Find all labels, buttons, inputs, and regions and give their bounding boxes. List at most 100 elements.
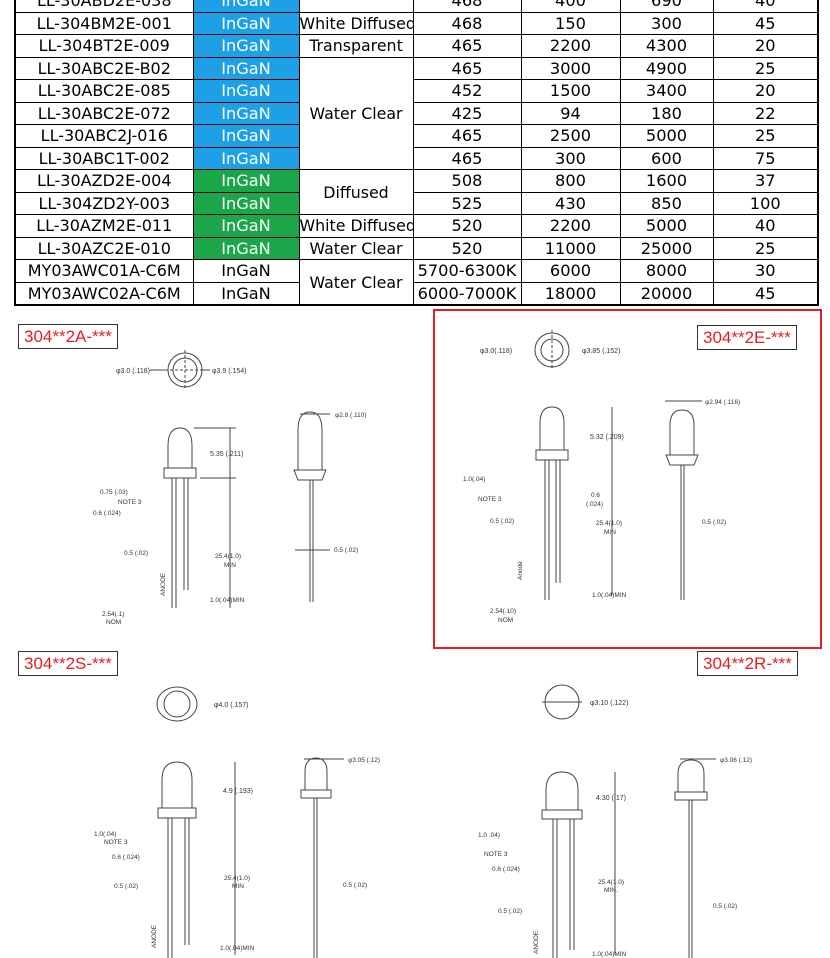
dim-side-lead: 0.5 (.02) (334, 547, 358, 554)
cell-angle: 40 (712, 214, 819, 238)
cell-iv-typ: 300 (619, 11, 714, 35)
dim-flange-dia: φ3.85 (.152) (582, 348, 620, 355)
cell-iv-typ: 4900 (619, 56, 714, 80)
dim-outer-dia: φ3.0 (.118) (116, 368, 150, 375)
dim-side-lead: 0.5 (.02) (343, 882, 367, 889)
dim-min-len: 1.0(.04)MIN (210, 597, 245, 604)
cell-iv-min: 94 (520, 101, 621, 125)
led-body-front (167, 427, 193, 469)
dim-note: NOTE 3 (478, 496, 502, 503)
cell-angle: 20 (712, 79, 819, 103)
cell-angle: 45 (712, 11, 819, 35)
cell-part: LL-30ABC2E-B02 (14, 56, 194, 80)
cell-lens: Transparent (298, 34, 414, 58)
dim-note: NOTE 3 (104, 839, 128, 846)
dim-anode: ANODE (160, 572, 167, 596)
dim-lead-len: 25.4(1.0) (596, 520, 622, 527)
cell-material: InGaN (192, 34, 300, 58)
dim-side-dia: φ3.05 (.12) (348, 757, 380, 764)
cell-wl: 6000-7000K (412, 281, 522, 306)
dim-lead-min: MIN (604, 529, 616, 536)
drawing-2a: φ3.0 (.118) φ3.9 (.154) 5.35 (.211) 0.75… (93, 350, 367, 626)
led-body-side (297, 411, 323, 471)
dim-flange: 0.75 (.03) (100, 489, 128, 496)
cell-iv-typ: 3400 (619, 79, 714, 103)
cell-wl: 525 (412, 191, 522, 215)
led-body-front (161, 761, 193, 809)
led-body-side (304, 757, 328, 791)
package-tag-2r: 304**2R-*** (697, 651, 798, 676)
cell-part: MY03AWC01A-C6M (14, 259, 194, 283)
dim-side-lead: 0.5 (.02) (713, 903, 737, 910)
cell-iv-min: 2200 (520, 34, 621, 58)
cell-wl: 520 (412, 236, 522, 260)
drawing-2e: φ3.0(.118) φ3.85 (.152) 5.32 (.209) 1.0(… (463, 330, 740, 624)
cell-wl: 465 (412, 124, 522, 148)
drawing-2r: φ3.10 (.122) 4.30 (.17) 1.0 .04) NOTE 3 … (478, 684, 752, 958)
cell-lens: Water Clear (298, 259, 414, 306)
cell-angle: 25 (712, 124, 819, 148)
dim-anode: Anode (517, 561, 524, 580)
dim-lead-t: 0.5 (.02) (114, 883, 138, 890)
cell-material: InGaN (192, 124, 300, 148)
cell-iv-min: 2500 (520, 124, 621, 148)
dim-anode: ANODE (151, 924, 158, 948)
cell-wl: 465 (412, 34, 522, 58)
dim-lead-w: 0.6 (.024) (112, 854, 140, 861)
cell-angle: 40 (712, 0, 819, 13)
cell-iv-min: 6000 (520, 259, 621, 283)
dim-flange: 1.0(.04) (463, 476, 485, 483)
cell-iv-typ: 20000 (619, 281, 714, 306)
cell-wl: 5700-6300K (412, 259, 522, 283)
cell-angle: 25 (712, 56, 819, 80)
cell-iv-typ: 25000 (619, 236, 714, 260)
cell-iv-min: 1500 (520, 79, 621, 103)
cell-wl: 508 (412, 169, 522, 193)
dim-side-dia: φ3.06 (.12) (720, 757, 752, 764)
dim-height: 4.9 (.193) (223, 788, 253, 795)
dim-min-len: 1.0(.04)MIN (592, 951, 627, 958)
cell-iv-min: 800 (520, 169, 621, 193)
cell-wl: 452 (412, 79, 522, 103)
cell-iv-typ: 5000 (619, 214, 714, 238)
led-body-side (669, 409, 695, 456)
cell-angle: 30 (712, 259, 819, 283)
cell-part: LL-304ZD2Y-003 (14, 191, 194, 215)
cell-material: InGaN (192, 79, 300, 103)
dim-pitch: 2.54(.10) (490, 608, 516, 615)
cell-part: LL-304BT2E-009 (14, 34, 194, 58)
dim-nom: NOM (498, 617, 513, 624)
cell-iv-min: 150 (520, 11, 621, 35)
dim-height: 4.30 (.17) (596, 795, 626, 802)
dim-lead-min: MIN (224, 562, 236, 569)
cell-material: InGaN (192, 56, 300, 80)
cell-material: InGaN (192, 214, 300, 238)
dim-lead-len: 25.4(1.0) (224, 875, 250, 882)
cell-part: LL-30ABC2E-085 (14, 79, 194, 103)
cell-iv-typ: 8000 (619, 259, 714, 283)
cell-part: LL-30ABC2E-072 (14, 101, 194, 125)
cell-wl: 520 (412, 214, 522, 238)
cell-material: InGaN (192, 101, 300, 125)
dim-lead-w: 0.6 (591, 492, 600, 499)
cell-iv-min: 430 (520, 191, 621, 215)
cell-angle: 100 (712, 191, 819, 215)
cell-angle: 37 (712, 169, 819, 193)
cell-material: InGaN (192, 0, 300, 13)
dim-nom: NOM (106, 619, 121, 626)
cell-part: LL-304BM2E-001 (14, 11, 194, 35)
led-body-front (539, 406, 565, 451)
cell-angle: 45 (712, 281, 819, 306)
dim-height: 5.32 (.209) (590, 434, 624, 441)
dim-lead-w2: (.024) (586, 501, 603, 508)
